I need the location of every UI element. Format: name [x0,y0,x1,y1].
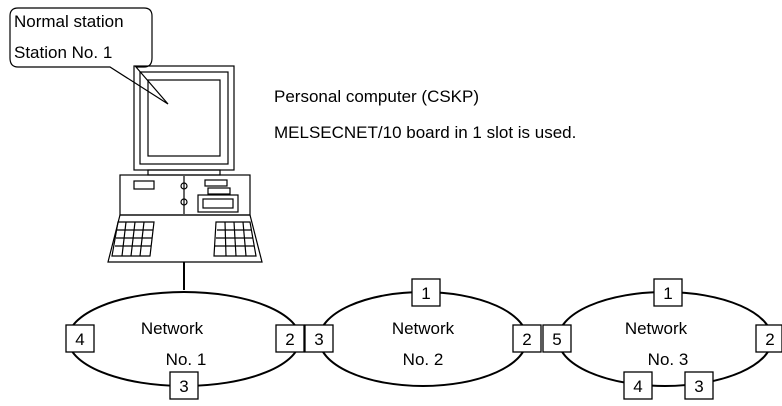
callout-line-1: Normal station [14,12,124,31]
pc-caption-line-1: Personal computer (CSKP) [274,87,479,106]
network-1-label: Network [141,319,204,338]
network-1-station-2: 2 [275,324,305,353]
network-3-station-2: 2 [755,324,782,353]
personal-computer-icon [107,65,263,290]
network-2-station-2: 2 [512,324,542,353]
network-3-station-3: 3 [684,371,714,400]
svg-text:4: 4 [75,330,84,349]
callout-line-2: Station No. 1 [14,43,112,62]
svg-text:3: 3 [179,377,188,396]
network-1-station-4: 4 [65,324,95,353]
network-3-station-4: 4 [623,371,653,400]
svg-text:3: 3 [694,377,703,396]
network-1: Network No. 1 4 2 3 [65,291,305,400]
network-2-station-1: 1 [411,278,441,307]
pc-caption-line-2: MELSECNET/10 board in 1 slot is used. [274,123,576,142]
svg-text:2: 2 [285,330,294,349]
network-2: Network No. 2 3 1 2 [304,278,542,387]
network-2-number: No. 2 [403,350,444,369]
svg-text:1: 1 [421,284,430,303]
network-3-number: No. 3 [648,350,689,369]
network-3: Network No. 3 5 1 2 4 3 [542,278,782,400]
network-3-station-5: 5 [542,324,572,353]
network-2-station-3: 3 [304,324,334,353]
svg-text:2: 2 [765,330,774,349]
network-1-station-3: 3 [169,371,199,400]
pc-caption: Personal computer (CSKP) MELSECNET/10 bo… [274,87,576,142]
svg-text:2: 2 [522,330,531,349]
svg-text:4: 4 [633,377,642,396]
network-1-number: No. 1 [166,350,207,369]
svg-text:3: 3 [314,330,323,349]
svg-text:5: 5 [552,330,561,349]
network-3-label: Network [625,319,688,338]
station-callout: Normal station Station No. 1 [9,7,169,105]
network-2-label: Network [392,319,455,338]
svg-text:1: 1 [663,284,672,303]
network-3-station-1: 1 [653,278,683,307]
